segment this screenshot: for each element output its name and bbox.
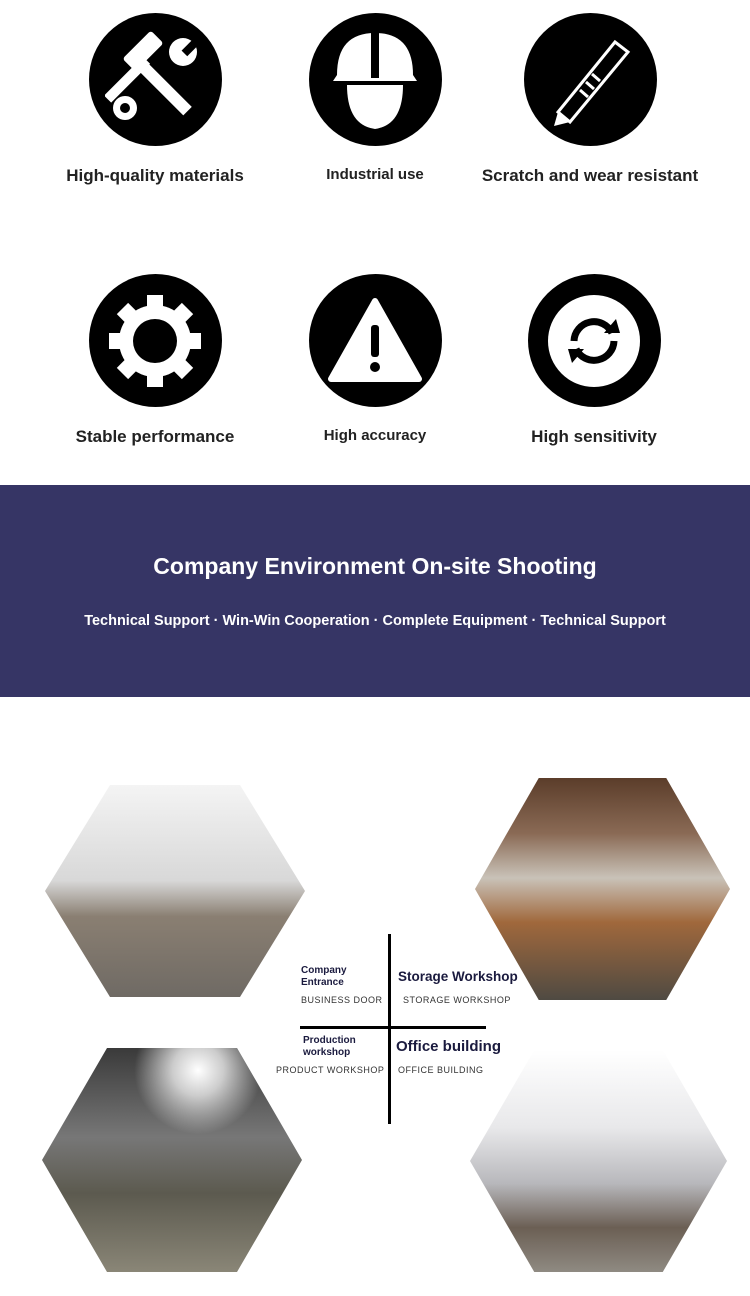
banner-subtitle: Technical Support · Win-Win Cooperation … [84,613,666,629]
refresh-icon [548,294,640,387]
gallery-title: Office building [396,1038,501,1055]
divider-vertical [388,934,391,1124]
gallery-title: Production workshop [303,1035,356,1058]
feature-label: Scratch and wear resistant [481,166,699,185]
photo-office-building [470,1050,727,1272]
feature-label: High-quality materials [66,166,244,185]
gallery-title: Storage Workshop [398,969,518,984]
gallery-subtitle: STORAGE WORKSHOP [403,995,511,1005]
gallery-subtitle: BUSINESS DOOR [301,995,383,1005]
feature-high-sensitivity: High sensitivity [484,274,704,447]
gallery-title: Company Entrance [301,965,347,988]
photo-company-entrance [45,785,305,997]
gear-icon [109,294,201,387]
gallery-subtitle: OFFICE BUILDING [398,1065,484,1075]
hard-hat-icon [333,32,417,129]
tools-icon [105,31,199,120]
photo-storage-workshop [475,778,730,1000]
company-banner: Company Environment On-site Shooting Tec… [0,485,750,697]
gallery-subtitle: PRODUCT WORKSHOP [276,1065,385,1075]
feature-label: Stable performance [75,427,235,446]
feature-high-quality-materials: High-quality materials [45,13,265,186]
feature-industrial-use: Industrial use [265,13,485,183]
feature-label: Industrial use [326,166,424,183]
feature-label: High sensitivity [531,427,657,446]
feature-high-accuracy: High accuracy [265,274,485,444]
feature-scratch-resistant: Scratch and wear resistant [480,13,700,186]
utility-knife-icon [554,39,631,126]
divider-horizontal [300,1026,486,1029]
photo-production-workshop [42,1048,302,1272]
feature-label: High accuracy [323,427,427,444]
warning-icon [328,297,422,382]
banner-title: Company Environment On-site Shooting [153,553,597,579]
feature-stable-performance: Stable performance [45,274,265,447]
